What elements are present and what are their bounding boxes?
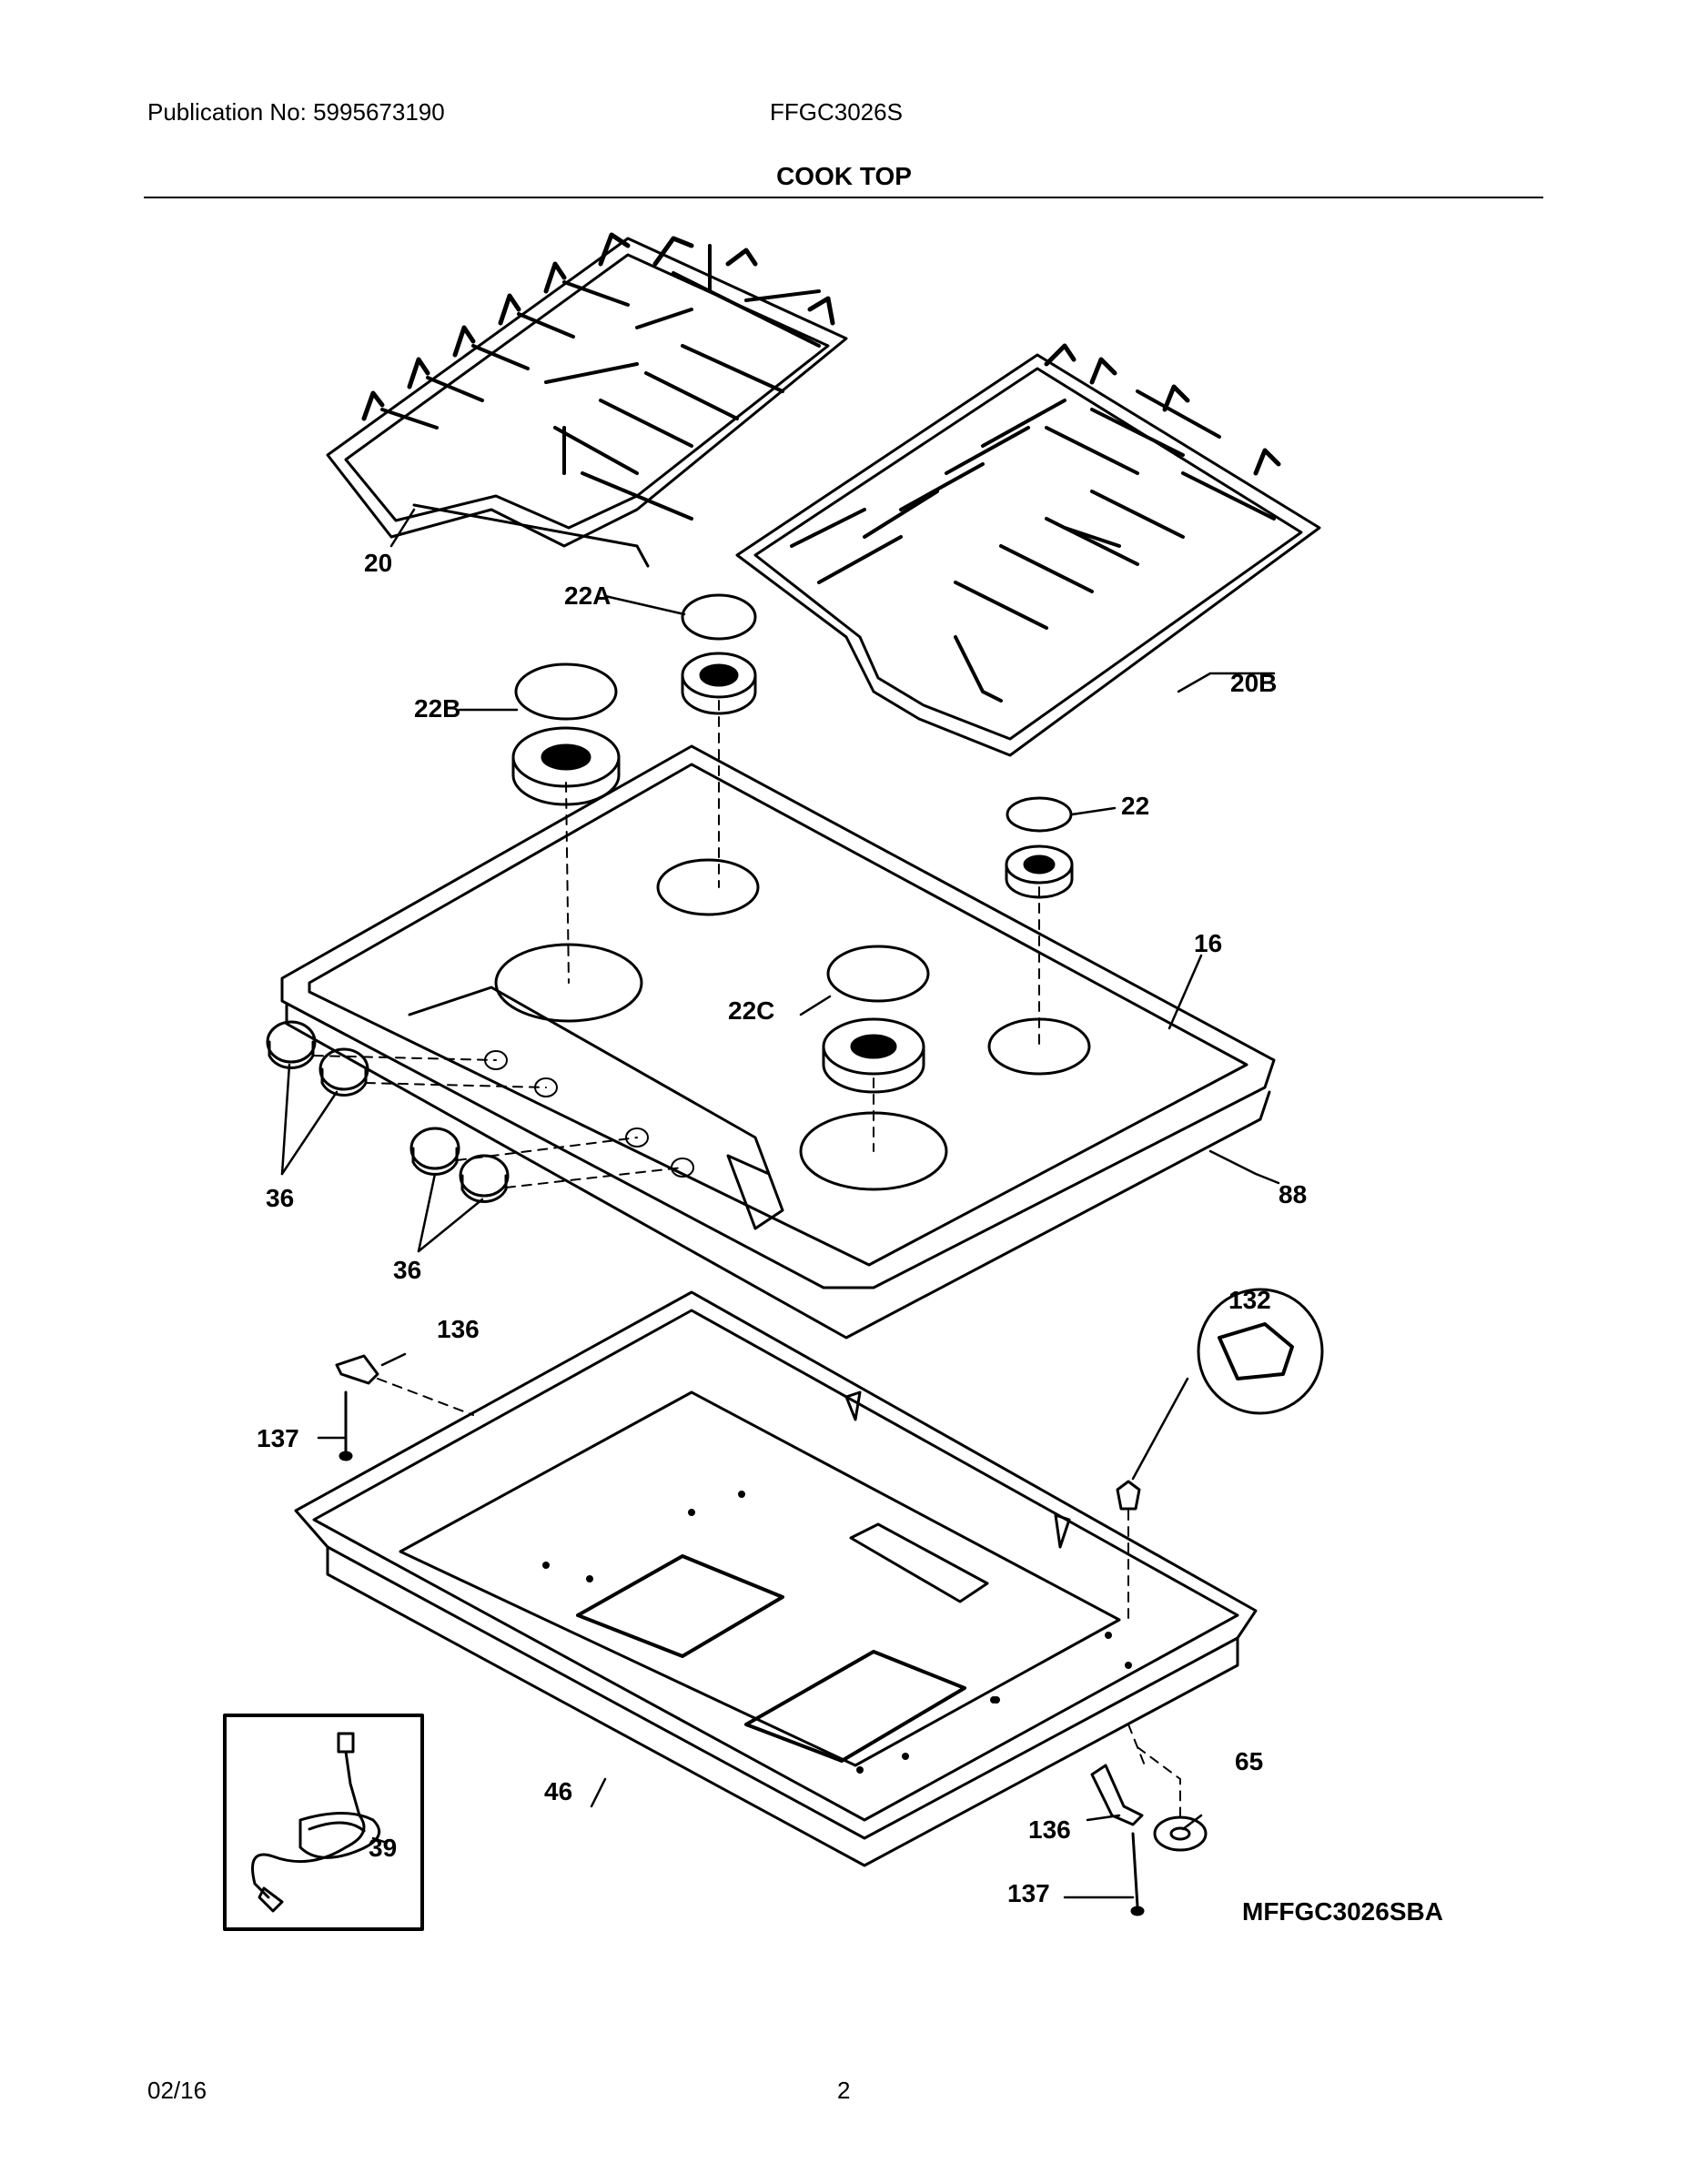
callout-132: 132 xyxy=(1228,1286,1271,1314)
callout-labels: 20 22A 22B 20B 22 16 22C 88 36 36 136 13… xyxy=(257,549,1443,1926)
callout-36-left: 36 xyxy=(266,1184,294,1212)
model-number: FFGC3026S xyxy=(770,98,903,126)
callout-36-right: 36 xyxy=(393,1256,421,1284)
grommet xyxy=(1153,1815,1208,1852)
screw-left xyxy=(339,1390,353,1461)
section-title: COOK TOP xyxy=(776,162,912,190)
callout-136-left: 136 xyxy=(437,1315,480,1343)
callout-22a: 22A xyxy=(564,581,611,610)
grate-right xyxy=(735,343,1321,757)
leader-lines xyxy=(280,508,1280,1899)
callout-22c: 22C xyxy=(728,996,774,1025)
cooktop-glass xyxy=(280,744,1276,1289)
callout-22b: 22B xyxy=(414,694,460,723)
callout-16: 16 xyxy=(1194,929,1222,957)
knob-group-left xyxy=(266,1020,369,1097)
callout-136-right: 136 xyxy=(1028,1815,1071,1844)
callout-46: 46 xyxy=(544,1777,572,1805)
callout-88: 88 xyxy=(1279,1180,1307,1208)
callout-65: 65 xyxy=(1235,1747,1263,1775)
burner-head-22a xyxy=(681,652,757,715)
burner-box-holes xyxy=(542,1491,1132,1774)
knob-holes xyxy=(484,1050,694,1178)
power-cord-inset xyxy=(223,1714,424,1931)
dashed-assembly-lines xyxy=(313,700,1181,1821)
header-rule xyxy=(144,197,1543,198)
burner-head-22c xyxy=(822,1017,925,1094)
spark-switch-detail xyxy=(1116,1288,1324,1511)
burner-cap-22a xyxy=(681,593,757,641)
callout-137-left: 137 xyxy=(257,1424,299,1452)
screw-right xyxy=(1130,1832,1145,1916)
publication-date: 02/16 xyxy=(147,2077,207,2104)
callout-137-right: 137 xyxy=(1007,1879,1050,1907)
burner-cap-22c xyxy=(826,945,930,1003)
callout-39: 39 xyxy=(369,1834,397,1862)
page-number: 2 xyxy=(837,2077,851,2104)
burner-cap-22b xyxy=(514,662,618,721)
callout-20: 20 xyxy=(364,549,392,577)
publication-number: Publication No: 5995673190 xyxy=(147,98,445,126)
burner-cap-22 xyxy=(1006,796,1073,833)
callout-20b: 20B xyxy=(1230,669,1277,697)
diagram-code: MFFGC3026SBA xyxy=(1242,1897,1443,1926)
grate-left xyxy=(326,232,848,568)
callout-22: 22 xyxy=(1121,792,1149,820)
knob-group-right xyxy=(409,1127,510,1203)
bracket-left xyxy=(335,1354,379,1385)
gasket xyxy=(285,1004,1271,1340)
burner-head-22b xyxy=(511,726,621,806)
burner-box xyxy=(294,1290,1258,1867)
